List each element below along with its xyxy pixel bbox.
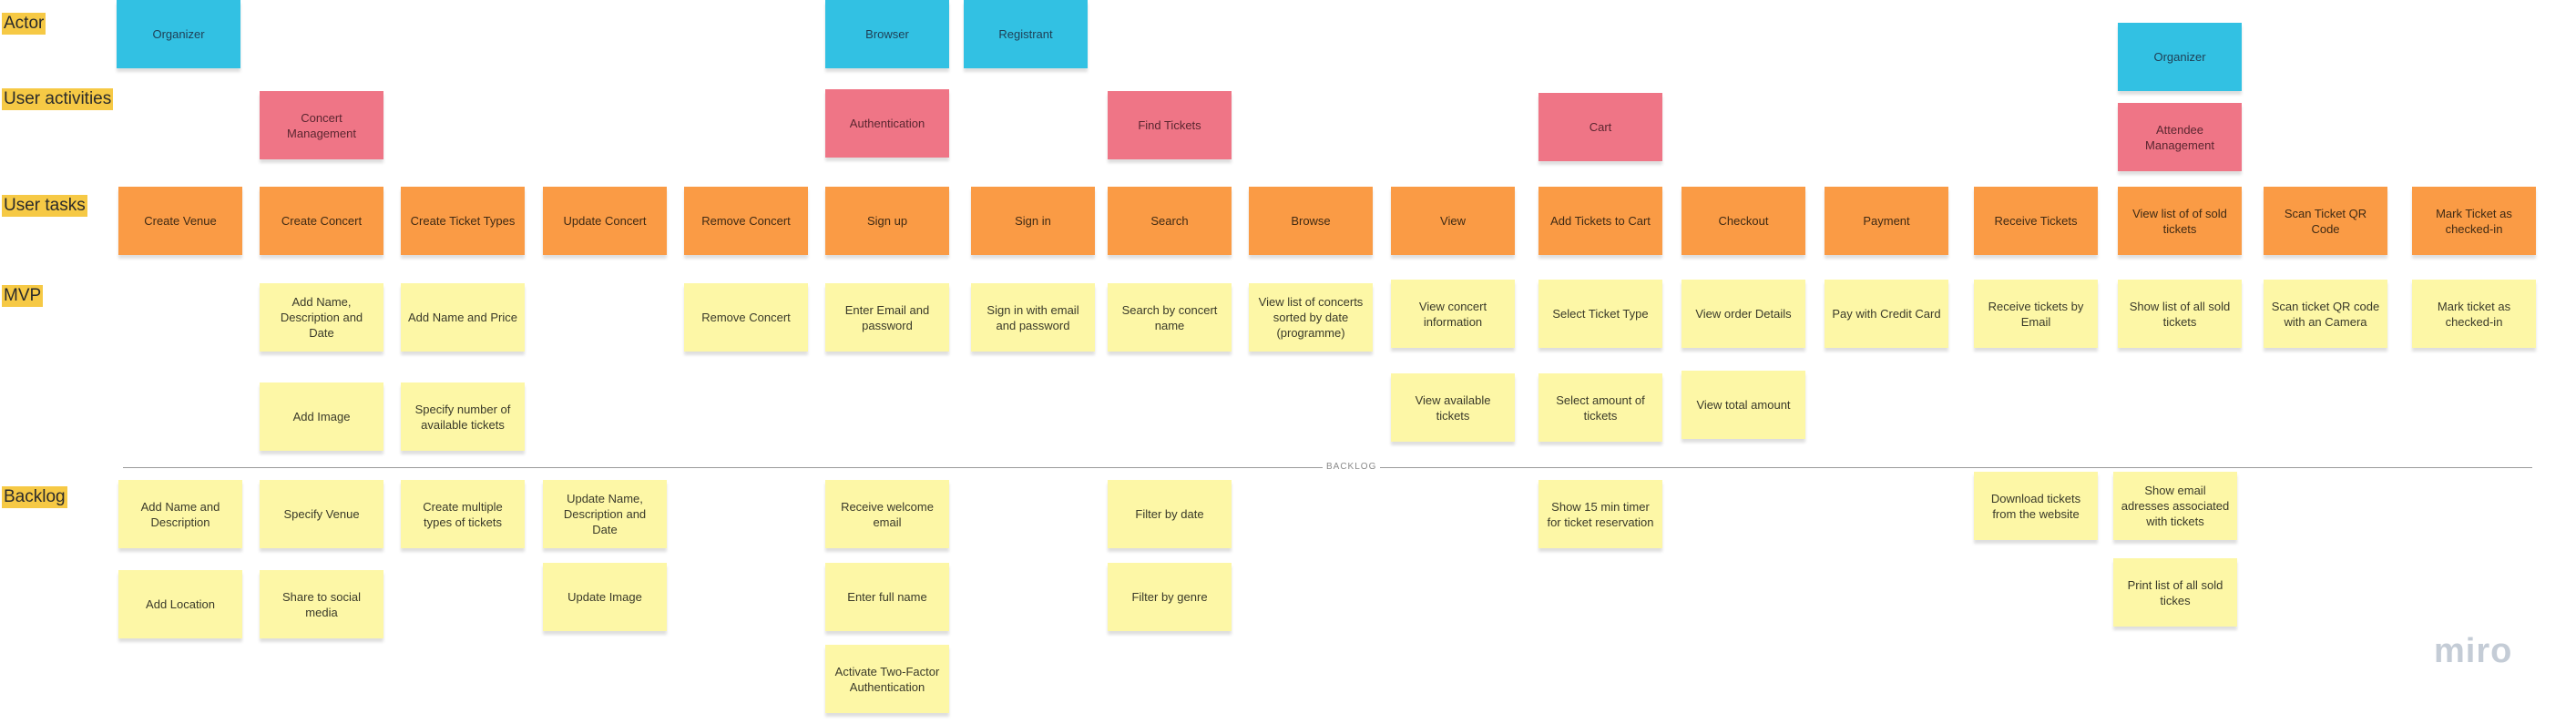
task-note-update-concert[interactable]: Update Concert (543, 187, 667, 255)
activity-note-attendee-management[interactable]: Attendee Management (2118, 103, 2242, 171)
backlog-note-add-name-description[interactable]: Add Name and Description (118, 480, 242, 548)
mvp-note-remove-concert[interactable]: Remove Concert (684, 283, 808, 352)
mvp-note-receive-by-email[interactable]: Receive tickets by Email (1974, 280, 2098, 348)
task-note-receive-tickets[interactable]: Receive Tickets (1974, 187, 2098, 255)
actor-note-organizer-2[interactable]: Organizer (2118, 23, 2242, 91)
backlog-note-show-emails[interactable]: Show email adresses associated with tick… (2113, 472, 2237, 540)
task-note-view[interactable]: View (1391, 187, 1515, 255)
mvp-note-view-total[interactable]: View total amount (1682, 371, 1805, 439)
mvp-note-show-all-sold[interactable]: Show list of all sold tickets (2118, 280, 2242, 348)
backlog-note-multiple-ticket-types[interactable]: Create multiple types of tickets (401, 480, 525, 548)
mvp-note-select-ticket-type[interactable]: Select Ticket Type (1538, 280, 1662, 348)
backlog-separator-label: BACKLOG (1323, 461, 1381, 474)
backlog-note-download-tickets[interactable]: Download tickets from the website (1974, 472, 2098, 540)
mvp-note-add-image[interactable]: Add Image (260, 382, 383, 451)
mvp-note-mark-checked-in[interactable]: Mark ticket as checked-in (2412, 280, 2536, 348)
mvp-note-add-name-description-date[interactable]: Add Name, Description and Date (260, 283, 383, 352)
mvp-note-select-amount[interactable]: Select amount of tickets (1538, 373, 1662, 442)
mvp-note-scan-with-camera[interactable]: Scan ticket QR code with an Camera (2264, 280, 2387, 348)
task-note-browse[interactable]: Browse (1249, 187, 1373, 255)
backlog-note-filter-by-date[interactable]: Filter by date (1108, 480, 1232, 548)
mvp-note-view-available[interactable]: View available tickets (1391, 373, 1515, 442)
task-note-remove-concert[interactable]: Remove Concert (684, 187, 808, 255)
backlog-note-share-social-media[interactable]: Share to social media (260, 570, 383, 638)
row-label-mvp: MVP (2, 285, 44, 307)
mvp-note-add-name-price[interactable]: Add Name and Price (401, 283, 525, 352)
task-note-sign-up[interactable]: Sign up (825, 187, 949, 255)
miro-logo: miro (2434, 632, 2513, 670)
mvp-note-specify-number[interactable]: Specify number of available tickets (401, 382, 525, 451)
task-note-view-sold-tickets[interactable]: View list of of sold tickets (2118, 187, 2242, 255)
backlog-note-reservation-timer[interactable]: Show 15 min timer for ticket reservation (1538, 480, 1662, 548)
activity-note-authentication[interactable]: Authentication (825, 89, 949, 158)
mvp-note-view-concert-info[interactable]: View concert information (1391, 280, 1515, 348)
row-label-backlog: Backlog (2, 486, 67, 508)
backlog-note-print-sold-list[interactable]: Print list of all sold tickes (2113, 558, 2237, 627)
backlog-note-update-image[interactable]: Update Image (543, 563, 667, 631)
task-note-create-venue[interactable]: Create Venue (118, 187, 242, 255)
task-note-sign-in[interactable]: Sign in (971, 187, 1095, 255)
task-note-checkout[interactable]: Checkout (1682, 187, 1805, 255)
backlog-note-enter-full-name[interactable]: Enter full name (825, 563, 949, 631)
activity-note-concert-management[interactable]: Concert Management (260, 91, 383, 159)
backlog-note-welcome-email[interactable]: Receive welcome email (825, 480, 949, 548)
backlog-note-filter-by-genre[interactable]: Filter by genre (1108, 563, 1232, 631)
task-note-create-ticket-types[interactable]: Create Ticket Types (401, 187, 525, 255)
task-note-add-tickets-to-cart[interactable]: Add Tickets to Cart (1538, 187, 1662, 255)
backlog-note-add-location[interactable]: Add Location (118, 570, 242, 638)
backlog-note-update-name-description-date[interactable]: Update Name, Description and Date (543, 480, 667, 548)
task-note-create-concert[interactable]: Create Concert (260, 187, 383, 255)
backlog-note-two-factor-auth[interactable]: Activate Two-Factor Authentication (825, 645, 949, 713)
mvp-note-pay-credit-card[interactable]: Pay with Credit Card (1825, 280, 1948, 348)
activity-note-cart[interactable]: Cart (1538, 93, 1662, 161)
row-label-actor: Actor (2, 13, 46, 35)
mvp-note-sign-in-email-password[interactable]: Sign in with email and password (971, 283, 1095, 352)
row-label-user-activities: User activities (2, 88, 114, 110)
mvp-note-view-order-details[interactable]: View order Details (1682, 280, 1805, 348)
backlog-note-specify-venue[interactable]: Specify Venue (260, 480, 383, 548)
task-note-mark-checked-in[interactable]: Mark Ticket as checked-in (2412, 187, 2536, 255)
task-note-payment[interactable]: Payment (1825, 187, 1948, 255)
actor-note-registrant[interactable]: Registrant (964, 0, 1088, 68)
mvp-note-enter-email-password[interactable]: Enter Email and password (825, 283, 949, 352)
task-note-scan-qr-code[interactable]: Scan Ticket QR Code (2264, 187, 2387, 255)
actor-note-browser[interactable]: Browser (825, 0, 949, 68)
row-label-user-tasks: User tasks (2, 195, 87, 217)
mvp-note-view-sorted-list[interactable]: View list of concerts sorted by date (pr… (1249, 283, 1373, 352)
activity-note-find-tickets[interactable]: Find Tickets (1108, 91, 1232, 159)
task-note-search[interactable]: Search (1108, 187, 1232, 255)
actor-note-organizer[interactable]: Organizer (117, 0, 240, 68)
mvp-note-search-by-name[interactable]: Search by concert name (1108, 283, 1232, 352)
